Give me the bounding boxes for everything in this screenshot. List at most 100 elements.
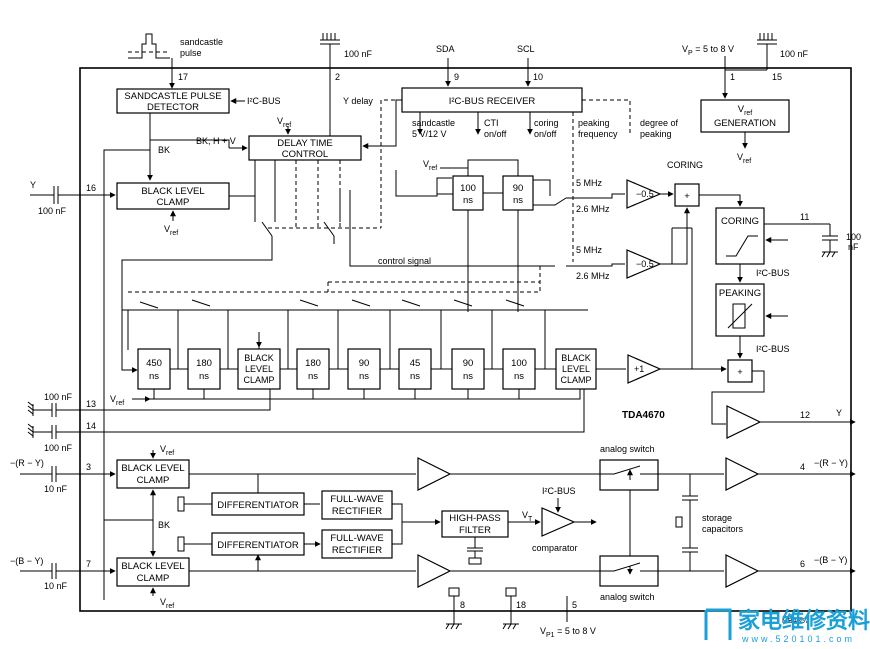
r-y-cap-label: 10 nF [44,484,68,494]
f26-upper: 2.6 MHz [576,204,610,214]
i2c-receiver-text: I²C-BUS RECEIVER [449,96,536,107]
ns-90b: ns [463,371,473,382]
degree-of-label: degree of [640,118,679,128]
cap14-label: 100 nF [44,443,73,453]
delay-line-row [122,266,588,311]
sda-label: SDA [436,44,455,54]
amp-neg05-lower [626,249,662,279]
cap13-label: 100 nF [44,392,73,402]
adder-lower-text: + [737,367,743,378]
pin-18: 18 [516,600,526,610]
cap-pin2 [320,33,340,134]
sandcastle-detector-text2: DETECTOR [147,102,199,113]
d90b-text: 90 [463,358,474,369]
pin-8: 8 [460,600,465,610]
delay-control-dashes [295,160,341,228]
comparator-i2c: I²C-BUS [542,486,576,496]
delay-time-text2: CONTROL [282,149,328,160]
black-level-clamp-y [116,182,230,210]
pin-13: 13 [86,399,96,409]
coring-title: CORING [667,160,703,170]
d450-text: 450 [146,358,162,369]
delay-time-control [248,135,362,161]
ground-pin8 [445,587,462,630]
ns-100-lower: ns [514,371,524,382]
ns-upper-2: ns [513,195,523,206]
diff-upper-text: DIFFERENTIATOR [217,500,299,511]
y-out-label: Y [836,408,842,418]
coring-onoff-label: on/off [534,129,557,139]
ns-450: ns [149,371,159,382]
rx-sandcastle-v-label: 5 V/12 V [412,129,447,139]
vref-gen-out: Vref [737,152,751,165]
coring-curve-icon [726,235,758,257]
sandcastle-pulse-detector [116,88,230,114]
cap-pin14 [27,389,585,439]
coring-i2c: I²C-BUS [756,268,790,278]
full-wave-rectifier-lower [321,529,393,559]
buffer-ry-in [417,457,452,491]
coring-onoff-title: coring [534,118,559,128]
ns-45: ns [410,371,420,382]
delay-vref: Vref [277,116,291,129]
vp-line [724,56,767,84]
y-in-label: Y [30,180,36,190]
amp-neg05-upper [626,179,662,209]
y-output-buffer [726,405,762,439]
coring-cap [821,224,838,258]
bk-vertical-bus [103,149,150,600]
chip-outline [79,67,852,612]
storage-label-2: capacitors [702,524,744,534]
pin-5: 5 [572,600,577,610]
of-peaking-label: peaking [640,129,672,139]
vp1-label: VP1 = 5 to 8 V [540,626,596,639]
pin-11: 11 [800,212,809,222]
rx-sandcastle-label: sandcastle [412,118,455,128]
coring-block-text: CORING [721,216,759,227]
black-level-clamp-out [555,348,597,390]
blc-by-2: CLAMP [137,573,170,584]
detector-i2c-label: I²C-BUS [247,96,281,106]
ns-90a: ns [359,371,369,382]
cap11-nf: nF [848,242,859,252]
peaking-label: peaking [578,118,610,128]
analog-switch-upper-label: analog switch [600,444,655,454]
bk-label-top: BK [158,145,170,155]
blc-out-3: CLAMP [560,375,591,385]
y-cap-label: 100 nF [38,206,67,216]
d180b-text: 180 [305,358,321,369]
blc-out-1: BLACK [561,353,591,363]
y-delay-label: Y delay [343,96,373,106]
tap-switches [139,299,525,309]
pin-15: 15 [772,72,782,82]
blc-by-1: BLACK LEVEL [121,561,184,572]
peaking-block-text: PEAKING [719,288,761,299]
f5-upper: 5 MHz [576,178,603,188]
blc-mid-2: LEVEL [245,364,273,374]
fwr-upper-2: RECTIFIER [332,506,382,517]
cap-pin13 [27,389,271,417]
blc-y-text1: BLACK LEVEL [141,186,204,197]
blc-y-vref: Vref [164,224,178,237]
r-y-in-label: −(R − Y) [10,458,44,468]
fwr-upper-1: FULL-WAVE [330,494,383,505]
pin-10: 10 [533,72,543,82]
delay-vref-upper: Vref [423,159,437,172]
cap-100nf-label: 100 nF [344,49,373,59]
pin-1: 1 [730,72,735,82]
pin-3: 3 [86,462,91,472]
delay-180ns-b [296,348,330,390]
storage-capacitors [658,473,724,572]
d180a-text: 180 [196,358,212,369]
amp-plus1 [627,354,662,384]
hpf-text2: FILTER [459,525,491,536]
vref-generation [700,99,790,133]
sandcastle-waveform [128,33,170,59]
diff-cap-upper [177,496,212,512]
delay-90ns-a [347,348,381,390]
blc-ry-1: BLACK LEVEL [121,463,184,474]
comparator-label: comparator [532,543,578,553]
blc-ry-vref: Vref [160,444,174,457]
r-y-input-cap [20,466,116,482]
ns-180a: ns [199,371,209,382]
